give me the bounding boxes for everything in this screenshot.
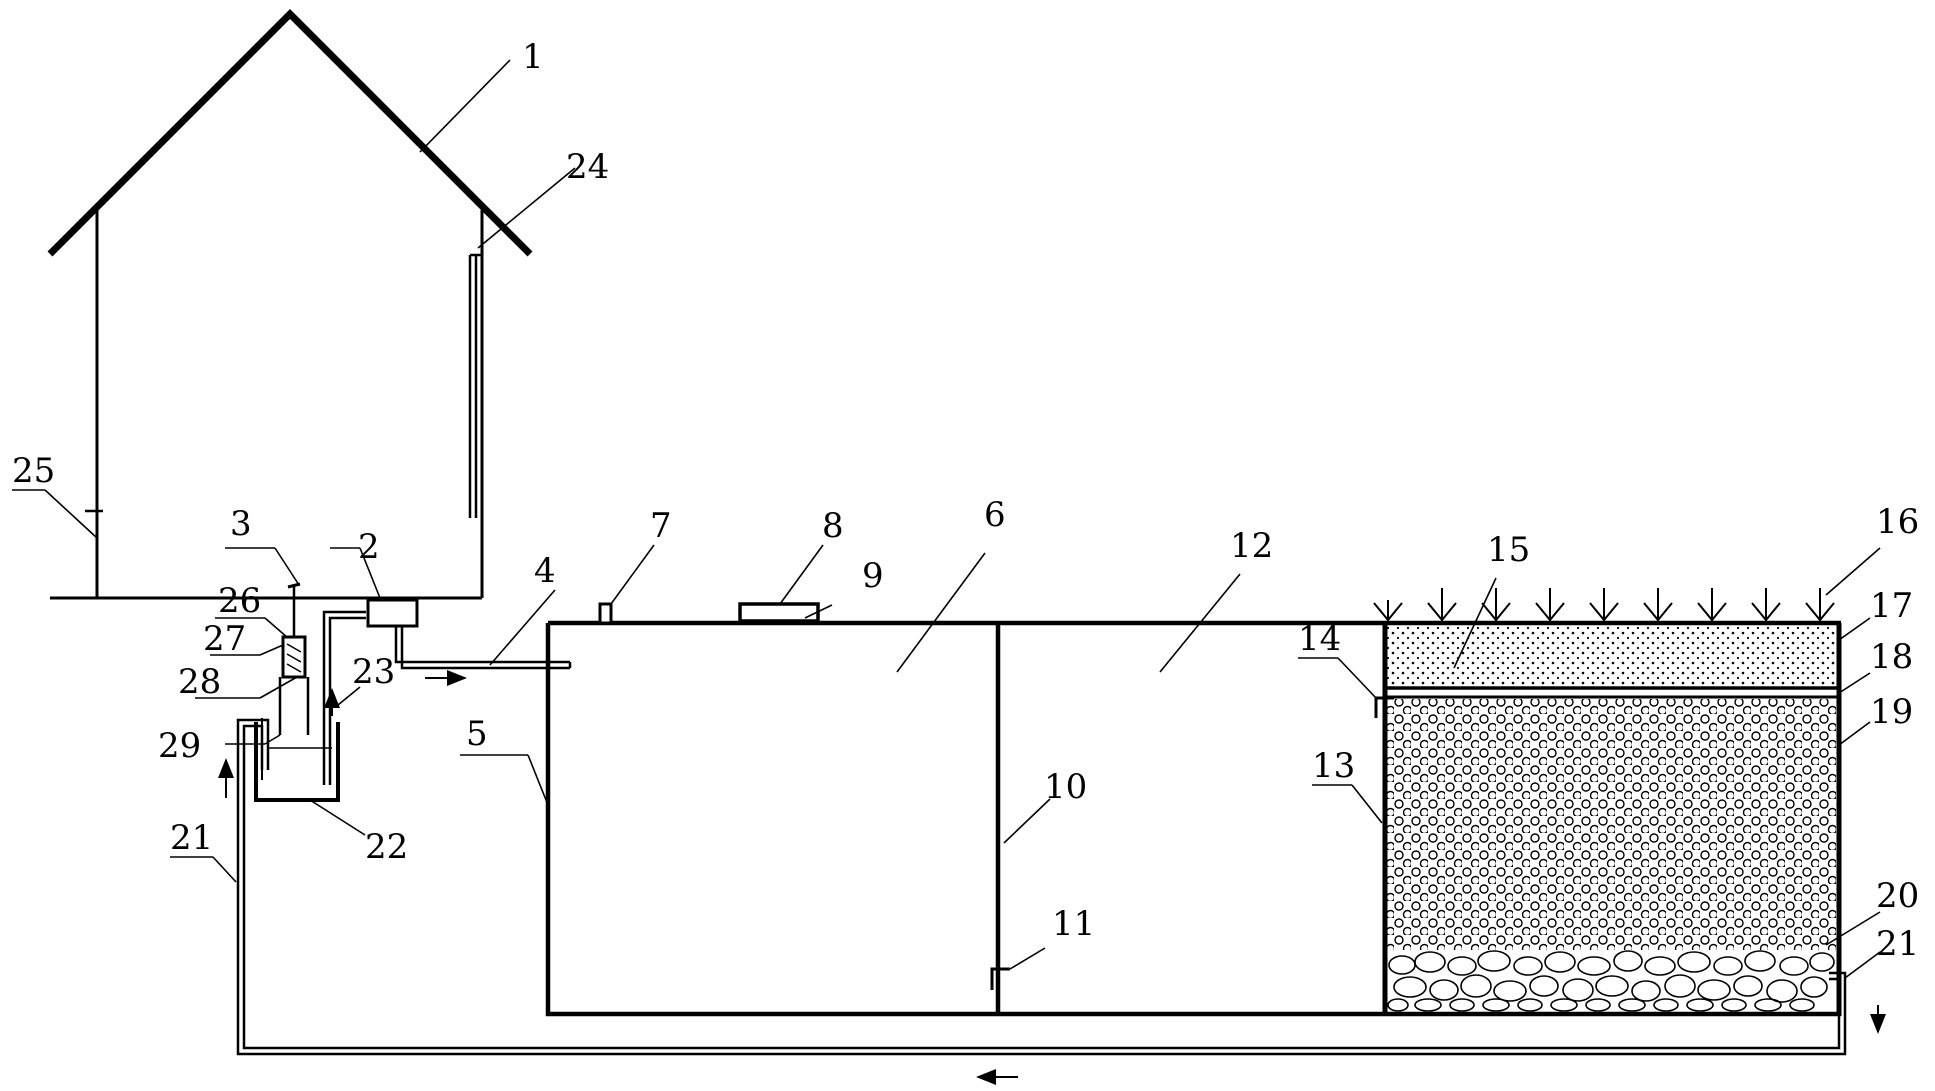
label-28: 28 xyxy=(178,662,221,702)
manhole-cover xyxy=(738,602,820,623)
label-21-right: 21 xyxy=(1876,924,1919,964)
filter-layer xyxy=(1387,699,1839,950)
label-19: 19 xyxy=(1870,692,1913,732)
leader-lines xyxy=(12,59,1881,979)
label-24: 24 xyxy=(566,147,609,187)
pump-valve xyxy=(281,635,307,679)
label-11: 11 xyxy=(1052,904,1095,944)
label-21-left: 21 xyxy=(170,818,213,858)
label-18: 18 xyxy=(1870,637,1913,677)
label-23: 23 xyxy=(352,652,395,692)
label-26: 26 xyxy=(218,581,261,621)
rain-pipe xyxy=(468,253,482,518)
septic-tank xyxy=(545,602,1383,1017)
label-13: 13 xyxy=(1312,746,1355,786)
water-tank-assembly xyxy=(254,582,366,802)
label-7: 7 xyxy=(650,506,672,546)
partition-opening xyxy=(990,967,1010,990)
label-4: 4 xyxy=(534,551,556,591)
wetland-bed xyxy=(1373,588,1842,1017)
label-29: 29 xyxy=(158,726,201,766)
label-5: 5 xyxy=(466,714,488,754)
label-6: 6 xyxy=(984,495,1006,535)
label-12: 12 xyxy=(1230,526,1273,566)
label-1: 1 xyxy=(522,37,544,77)
house-roof xyxy=(47,9,533,257)
label-3: 3 xyxy=(230,504,252,544)
vent-pipe xyxy=(598,602,613,625)
soil-layer xyxy=(1387,625,1839,688)
label-8: 8 xyxy=(822,506,844,546)
tank-wall xyxy=(545,623,1383,1017)
label-22: 22 xyxy=(365,827,408,867)
callout-labels: 1 24 25 3 2 4 26 27 23 28 29 22 21 5 7 8… xyxy=(12,37,1919,964)
water-tank xyxy=(254,722,340,802)
toilet xyxy=(366,598,419,628)
label-27: 27 xyxy=(203,619,246,659)
label-20: 20 xyxy=(1876,876,1919,916)
label-16: 16 xyxy=(1876,502,1919,542)
label-10: 10 xyxy=(1044,767,1087,807)
house xyxy=(47,9,533,600)
plants xyxy=(1373,588,1835,623)
label-9: 9 xyxy=(862,556,884,596)
cobble-layer xyxy=(1387,950,1835,1012)
toilet-outlet xyxy=(366,598,572,686)
label-25: 25 xyxy=(12,451,55,491)
label-15: 15 xyxy=(1487,530,1530,570)
label-17: 17 xyxy=(1870,586,1913,626)
label-2: 2 xyxy=(358,527,380,567)
label-14: 14 xyxy=(1298,619,1341,659)
